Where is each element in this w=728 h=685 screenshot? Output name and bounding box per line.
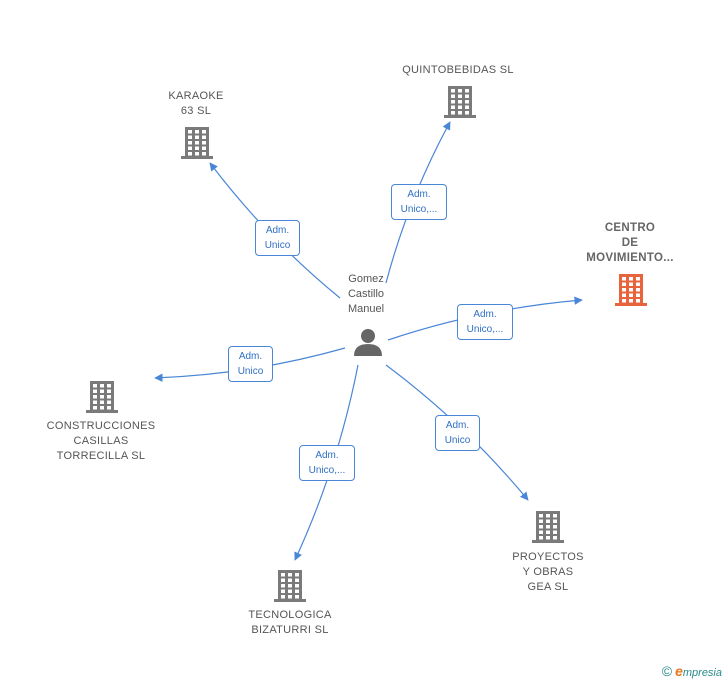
building-icon-proyectos[interactable]	[532, 511, 564, 543]
building-icon-centro[interactable]	[615, 274, 647, 306]
person-icon[interactable]	[354, 329, 382, 356]
company-name-proyectos[interactable]: PROYECTOS Y OBRAS GEA SL	[512, 551, 584, 593]
role-label-proyectos[interactable]: Adm. Unico	[435, 415, 480, 451]
brand-watermark: ©empresia	[662, 663, 722, 679]
role-label-construcciones[interactable]: Adm. Unico	[228, 346, 273, 382]
brand-initial: e	[675, 663, 683, 679]
center-person-name[interactable]: Gomez Castillo Manuel	[347, 273, 385, 315]
role-label-quintobebidas[interactable]: Adm. Unico,...	[391, 184, 447, 220]
building-icon-construcciones[interactable]	[86, 381, 118, 413]
company-name-centro[interactable]: CENTRO DE MOVIMIENTO...	[586, 222, 674, 264]
role-label-centro[interactable]: Adm. Unico,...	[457, 304, 513, 340]
company-name-karaoke[interactable]: KARAOKE 63 SL	[168, 90, 224, 117]
building-icon-quintobebidas[interactable]	[444, 86, 476, 118]
company-name-construcciones[interactable]: CONSTRUCCIONES CASILLAS TORRECILLA SL	[46, 420, 156, 462]
copyright-symbol: ©	[661, 663, 673, 679]
brand-name: mpresia	[682, 667, 722, 679]
role-label-karaoke[interactable]: Adm. Unico	[255, 220, 300, 256]
company-name-quintobebidas[interactable]: QUINTOBEBIDAS SL	[402, 64, 514, 76]
building-icon-tecnologica[interactable]	[274, 570, 306, 602]
role-label-tecnologica[interactable]: Adm. Unico,...	[299, 445, 355, 481]
company-name-tecnologica[interactable]: TECNOLOGICA BIZATURRI SL	[248, 609, 332, 636]
building-icon-karaoke[interactable]	[181, 127, 213, 159]
